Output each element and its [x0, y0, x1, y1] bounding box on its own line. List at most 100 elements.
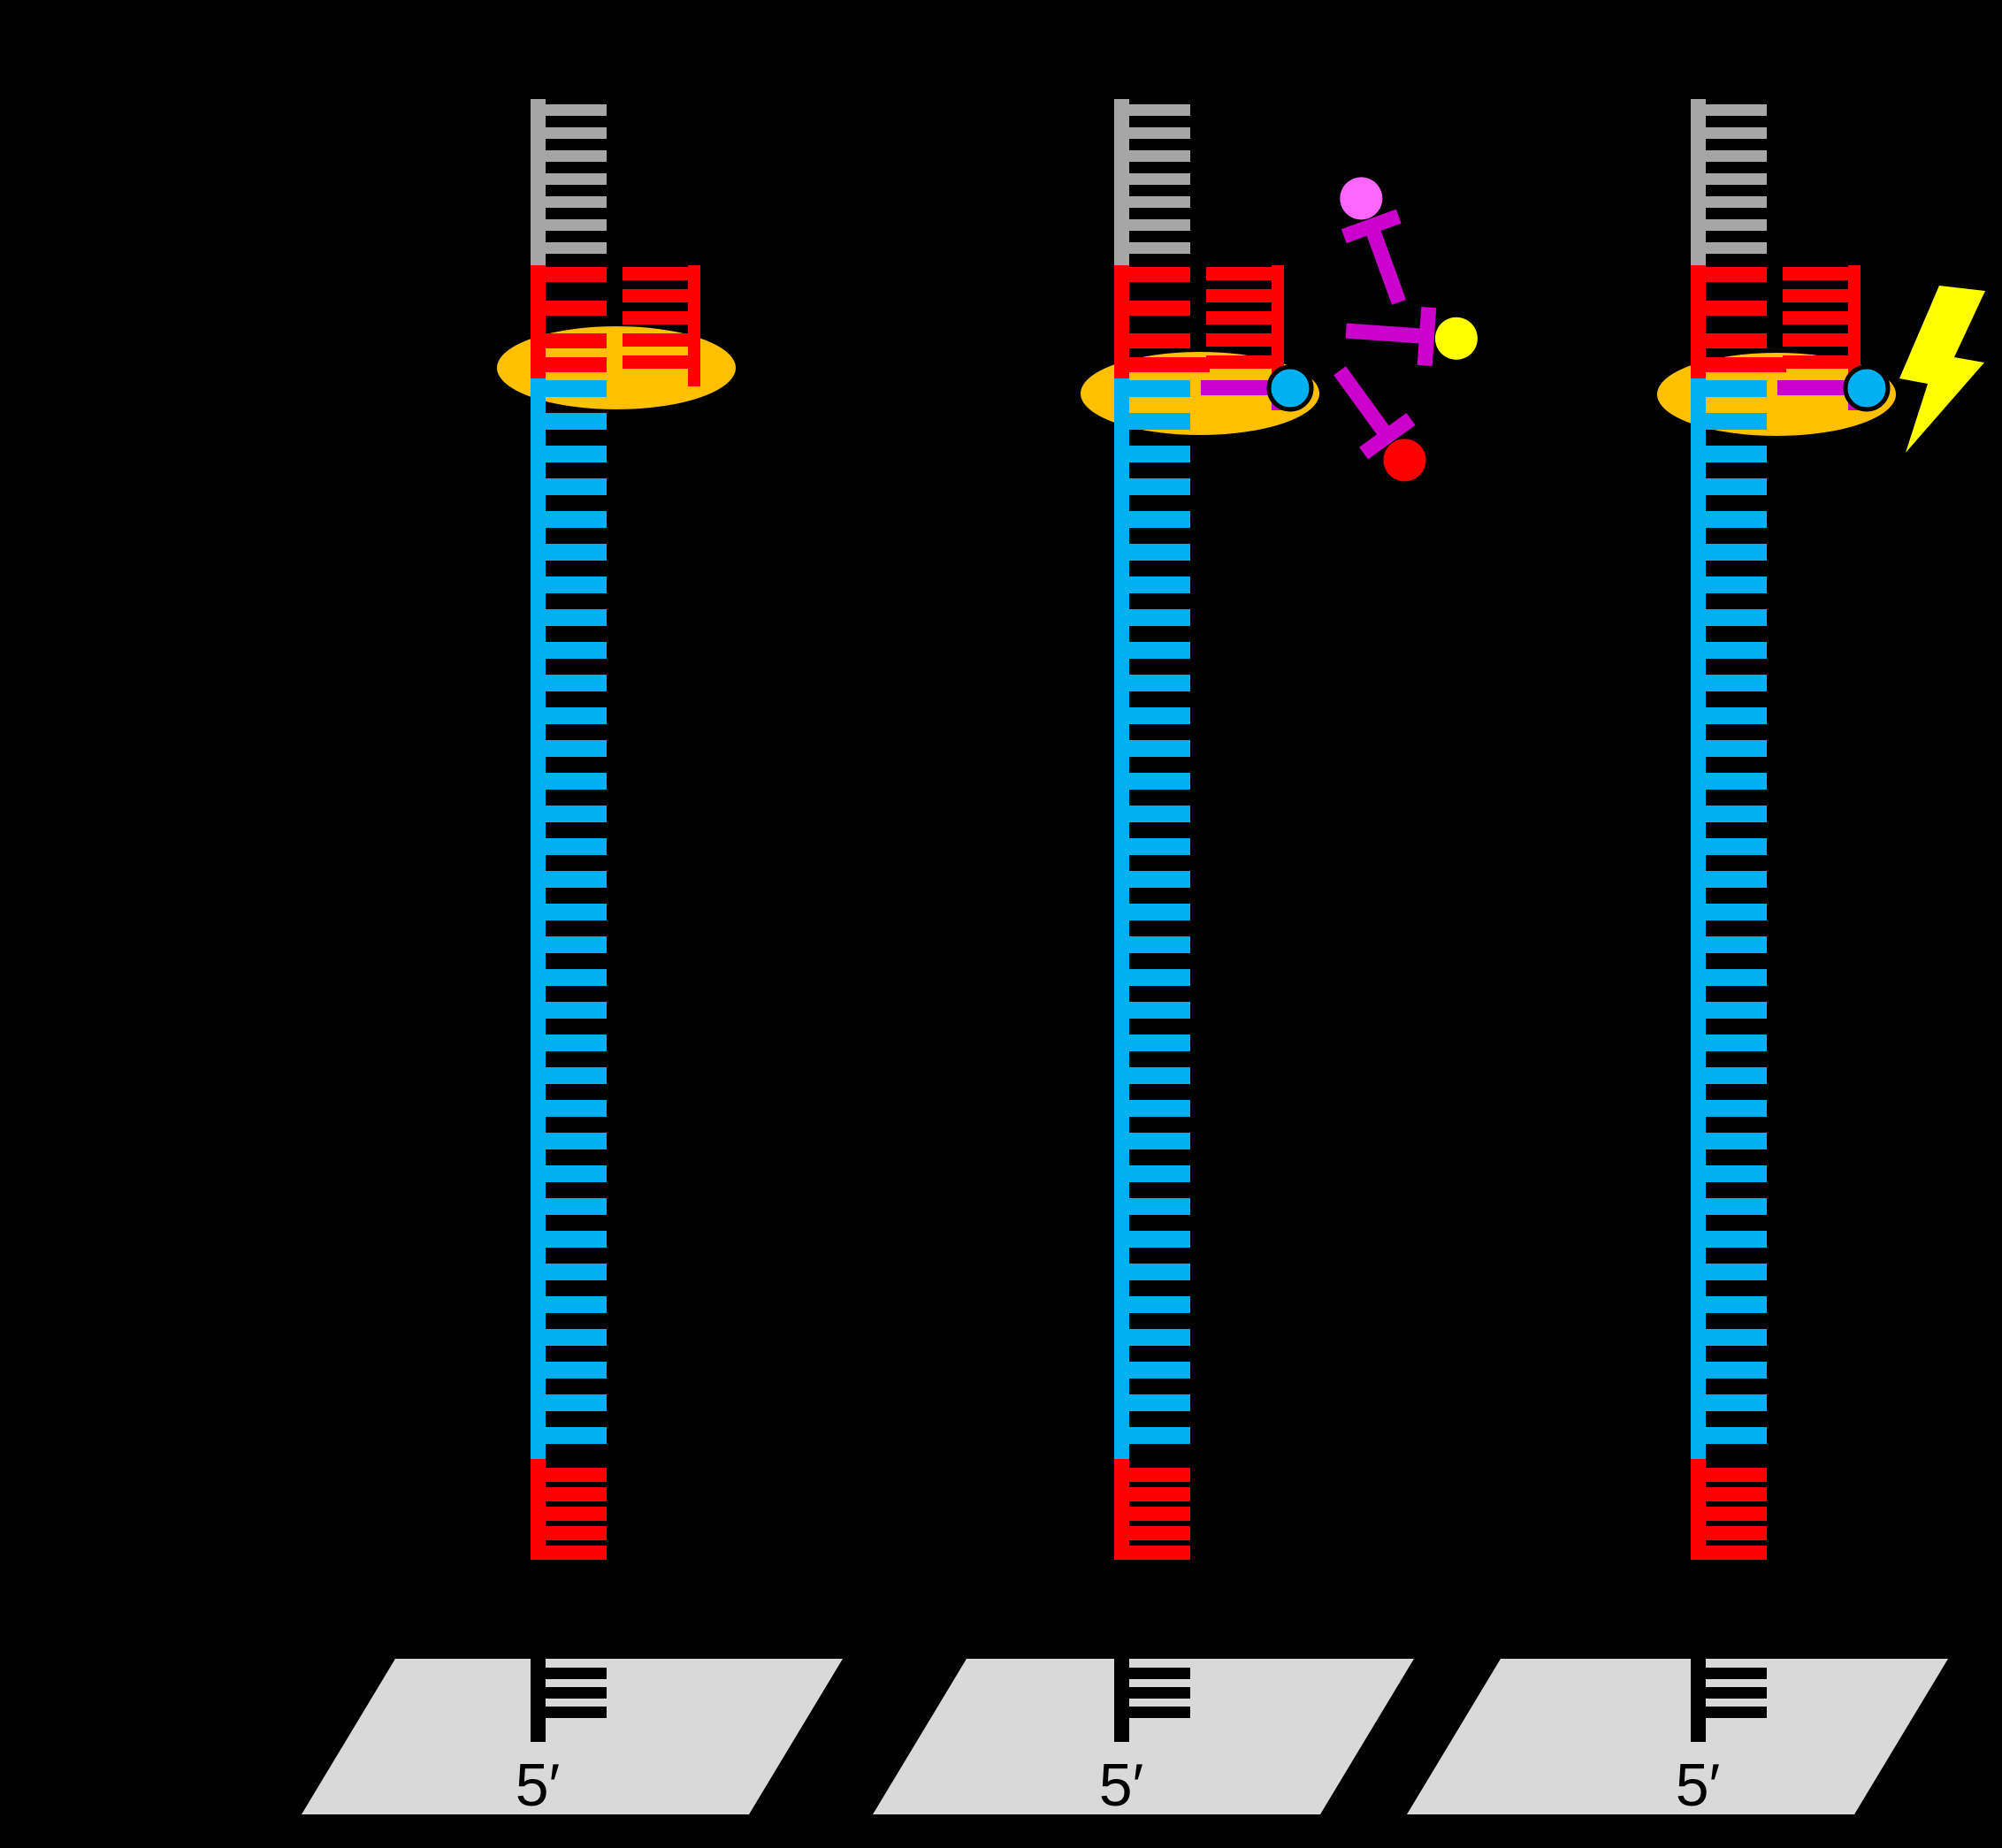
template-insert-rung: [531, 773, 607, 790]
template-insert-rung: [1114, 511, 1190, 528]
template-insert-rung: [1691, 577, 1767, 593]
template-adapter-top-rung: [1114, 127, 1190, 139]
primer-rung: [1783, 289, 1861, 302]
primer-rung: [623, 289, 700, 302]
template-insert-rung: [531, 871, 607, 888]
primer-rung: [1206, 289, 1284, 302]
template-insert-rung: [1114, 1165, 1190, 1182]
template-primer-site-rung: [531, 333, 607, 348]
template-insert-rung: [1691, 511, 1767, 528]
template-insert-rung: [1691, 413, 1767, 430]
template-primer-site-rung: [531, 357, 607, 372]
five-prime-label: 5′: [1099, 1752, 1144, 1819]
template-adapter-bottom-rung: [1114, 1526, 1190, 1540]
template-adapter-top-rung: [1114, 173, 1190, 185]
flowcell-surface: [1407, 1659, 1948, 1814]
nucleotide-stem: [1345, 323, 1422, 344]
template-insert-rung: [1691, 1067, 1767, 1084]
template-adapter-top-rung: [531, 104, 607, 116]
primer-rung: [1783, 355, 1861, 369]
template-insert-rung: [1114, 707, 1190, 724]
template-insert-rung: [531, 740, 607, 757]
template-adapter-bottom-rung: [1691, 1507, 1767, 1521]
template-insert-rung: [1114, 1100, 1190, 1117]
template-insert-rung: [531, 969, 607, 986]
template-insert-rung: [1691, 380, 1767, 397]
template-primer-site-rung: [1691, 267, 1767, 282]
template-primer-site-rung: [1114, 267, 1190, 282]
template-primer-site-spine: [1691, 265, 1706, 380]
fluorophore-ball-yellow: [1434, 317, 1478, 360]
template-insert-rung: [531, 1198, 607, 1215]
template-primer-site-rung: [1691, 357, 1786, 372]
template-insert-rung: [1114, 740, 1190, 757]
template-insert-rung: [531, 1394, 607, 1411]
fluorophore-ball-violet: [1340, 177, 1383, 220]
nucleotide-crossbar: [1417, 306, 1437, 366]
template-insert-rung: [1114, 1231, 1190, 1248]
five-prime-label: 5′: [516, 1752, 561, 1819]
template-insert-rung: [531, 478, 607, 495]
template-insert-rung: [531, 1362, 607, 1378]
template-adapter-top-rung: [1691, 127, 1767, 139]
template-adapter-top-rung: [1691, 196, 1767, 208]
template-primer-site-rung: [531, 301, 607, 316]
template-adapter-top-rung: [1691, 150, 1767, 162]
template-adapter-bottom-rung: [531, 1507, 607, 1521]
fluorophore-ball-red: [1383, 439, 1426, 482]
flowcell-surface: [873, 1659, 1414, 1814]
template-insert-rung: [1691, 773, 1767, 790]
laser-flash-icon: [1899, 286, 1985, 453]
template-adapter-top-rung: [1691, 173, 1767, 185]
template-insert-rung: [531, 642, 607, 659]
template-adapter-top-rung: [531, 150, 607, 162]
template-primer-site-rung: [1114, 301, 1190, 316]
template-insert-rung: [531, 1329, 607, 1346]
template-insert-rung: [1691, 1264, 1767, 1280]
template-insert-rung: [1114, 838, 1190, 855]
template-insert-rung: [531, 1165, 607, 1182]
template-insert-rung: [531, 446, 607, 462]
template-insert-rung: [1691, 1035, 1767, 1051]
template-insert-rung: [1114, 1427, 1190, 1444]
template-insert-rung: [1114, 904, 1190, 920]
template-insert-rung: [1114, 1394, 1190, 1411]
template-insert-rung: [1691, 1362, 1767, 1378]
template-surface-anchor-rung: [1691, 1668, 1767, 1679]
template-insert-rung: [1691, 1165, 1767, 1182]
template-insert-rung: [1691, 609, 1767, 626]
template-insert-rung: [1691, 1198, 1767, 1215]
primer-rung: [1206, 333, 1284, 347]
template-insert-rung: [531, 380, 607, 397]
template-adapter-bottom-rung: [531, 1546, 607, 1560]
template-insert-rung: [1114, 642, 1190, 659]
template-insert-rung: [1691, 1296, 1767, 1313]
free-nucleotide: [1333, 366, 1426, 482]
primer-rung: [1783, 311, 1861, 325]
template-insert-rung: [1691, 1133, 1767, 1149]
template-adapter-bottom-rung: [531, 1468, 607, 1482]
template-adapter-bottom-rung: [531, 1487, 607, 1501]
template-insert-rung: [1114, 446, 1190, 462]
template-adapter-top-rung: [1691, 219, 1767, 231]
template-insert-rung: [1114, 577, 1190, 593]
template-insert-rung: [531, 1100, 607, 1117]
template-adapter-bottom-rung: [531, 1526, 607, 1540]
nucleotide-crossbar: [1341, 209, 1402, 244]
primer-rung: [1206, 267, 1284, 280]
flowcell-surface: [302, 1659, 843, 1814]
template-insert-rung: [1691, 544, 1767, 561]
template-adapter-top-rung: [531, 196, 607, 208]
template-adapter-top-rung: [1691, 242, 1767, 254]
template-insert-rung: [1114, 1002, 1190, 1019]
template-insert-rung: [1691, 936, 1767, 953]
template-insert-rung: [1691, 446, 1767, 462]
template-adapter-top-rung: [1114, 104, 1190, 116]
template-insert-rung: [531, 609, 607, 626]
primer-rung: [623, 267, 700, 280]
primer-rung: [623, 355, 700, 369]
template-insert-rung: [531, 675, 607, 691]
template-insert-rung: [531, 577, 607, 593]
